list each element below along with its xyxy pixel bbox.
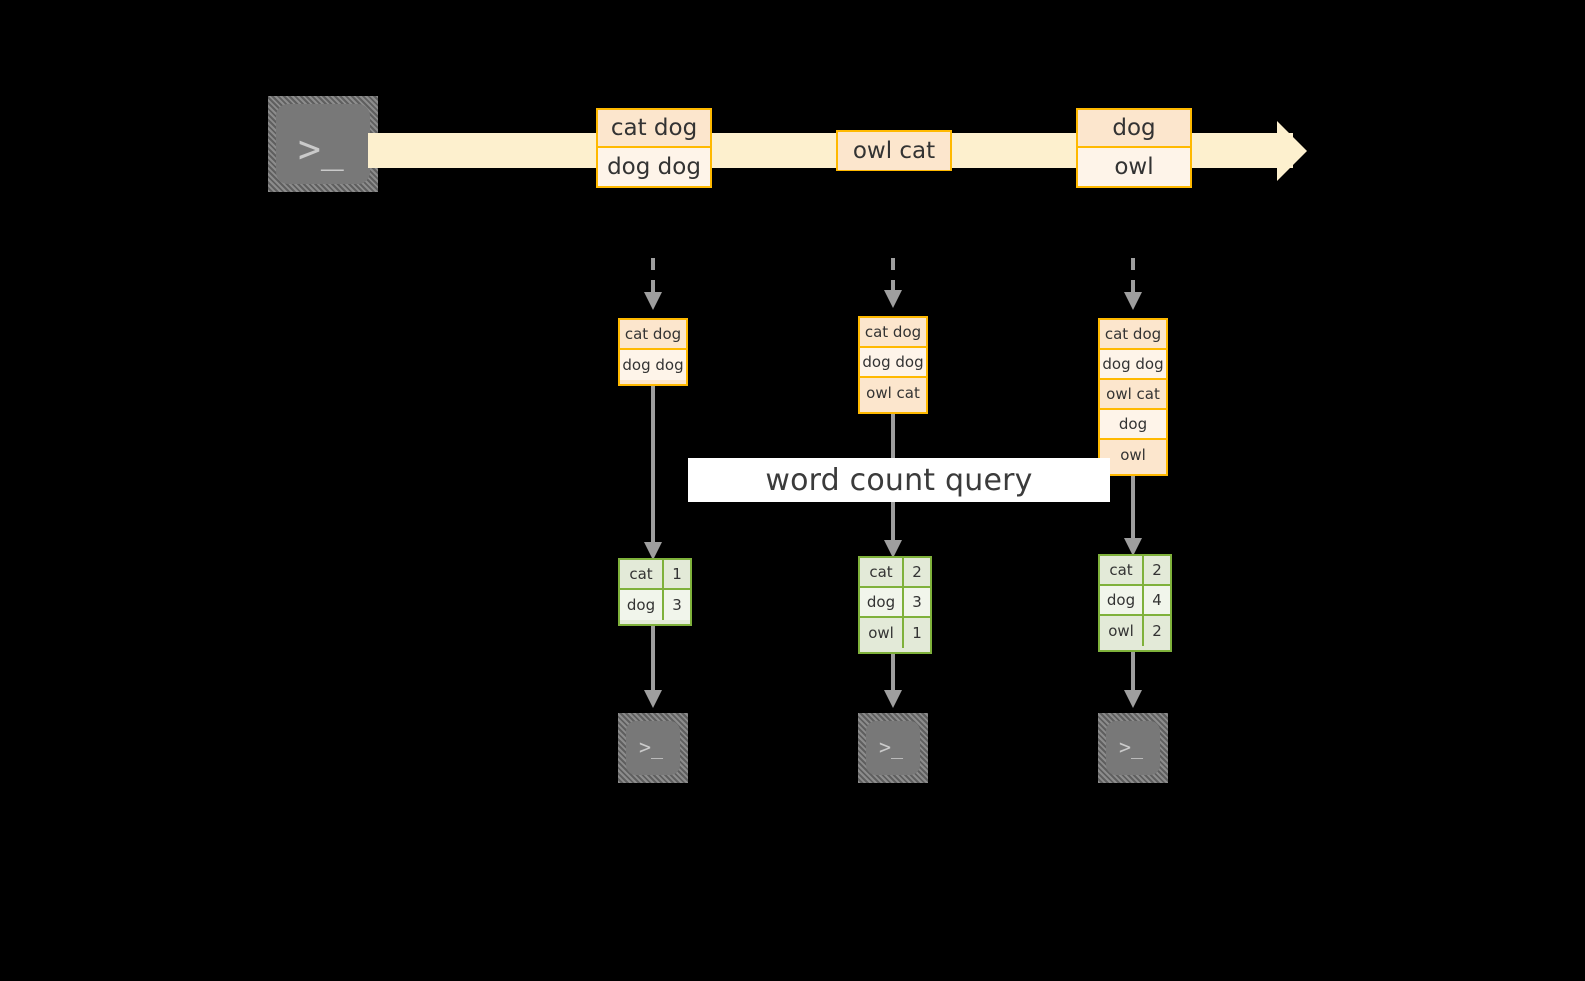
result-count: 2 [904, 558, 930, 586]
result-count: 1 [904, 618, 930, 648]
stream-record-group-1: cat dog dog dog [596, 108, 712, 188]
snapshot-3-query-arrowhead [1124, 538, 1142, 556]
snapshot-1-result-table: cat 1 dog 3 [618, 558, 692, 626]
stream-record-line: owl [1078, 148, 1190, 186]
snapshot-2-input-line: dog dog [860, 348, 926, 378]
snapshot-3-sink-line [1131, 652, 1135, 690]
source-terminal-icon: >_ [268, 96, 378, 192]
stream-record-group-2: owl cat [836, 130, 952, 171]
result-word: cat [1100, 556, 1144, 584]
snapshot-3-query-line [1131, 476, 1135, 538]
result-word: dog [620, 590, 664, 620]
query-label: word count query [688, 458, 1110, 502]
terminal-screen: >_ [626, 721, 680, 775]
result-word: dog [860, 588, 904, 616]
result-count: 4 [1144, 586, 1170, 614]
table-row: owl 1 [860, 618, 930, 648]
snapshot-3-input-line: dog dog [1100, 350, 1166, 380]
table-row: cat 1 [620, 560, 690, 590]
snapshot-3-input-line: cat dog [1100, 320, 1166, 350]
snapshot-2-input-line: cat dog [860, 318, 926, 348]
table-row: dog 3 [860, 588, 930, 618]
snapshot-3-result-table: cat 2 dog 4 owl 2 [1098, 554, 1172, 652]
stream-record-line: dog dog [598, 148, 710, 186]
snapshot-2-result-table: cat 2 dog 3 owl 1 [858, 556, 932, 654]
snapshot-1-query-arrowhead [644, 542, 662, 560]
result-word: cat [860, 558, 904, 586]
table-row: dog 3 [620, 590, 690, 620]
snapshot-2-input-line: owl cat [860, 378, 926, 408]
terminal-screen: >_ [866, 721, 920, 775]
stream-record-line: dog [1078, 110, 1190, 148]
result-word: dog [1100, 586, 1144, 614]
terminal-prompt-glyph: >_ [298, 127, 344, 171]
snapshot-2-sink-line [891, 654, 895, 690]
snapshot-1-tap-arrowhead [644, 292, 662, 310]
table-row: cat 2 [860, 558, 930, 588]
snapshot-3-input-line: dog [1100, 410, 1166, 440]
result-word: cat [620, 560, 664, 588]
snapshot-2-sink-terminal-icon: >_ [858, 713, 928, 783]
snapshot-3-tap-arrowhead [1124, 292, 1142, 310]
snapshot-1-query-line [651, 386, 655, 542]
snapshot-3-sink-arrowhead [1124, 690, 1142, 708]
table-row: cat 2 [1100, 556, 1170, 586]
stream-record-line: cat dog [598, 110, 710, 148]
snapshot-2-tap-line [891, 258, 895, 290]
terminal-screen: >_ [276, 104, 370, 184]
snapshot-2-query-arrowhead [884, 540, 902, 558]
snapshot-2-sink-arrowhead [884, 690, 902, 708]
snapshot-3-input-line: owl [1100, 440, 1166, 470]
snapshot-2-input-table: cat dog dog dog owl cat [858, 316, 928, 414]
snapshot-3-input-line: owl cat [1100, 380, 1166, 410]
snapshot-1-input-line: cat dog [620, 320, 686, 350]
stream-record-line: owl cat [838, 132, 950, 170]
snapshot-1-sink-arrowhead [644, 690, 662, 708]
snapshot-3-tap-line [1131, 258, 1135, 292]
snapshot-2-tap-arrowhead [884, 290, 902, 308]
snapshot-1-sink-line [651, 626, 655, 690]
result-word: owl [860, 618, 904, 648]
snapshot-1-input-line: dog dog [620, 350, 686, 380]
result-count: 1 [664, 560, 690, 588]
terminal-prompt-glyph: >_ [639, 735, 664, 759]
table-row: owl 2 [1100, 616, 1170, 646]
stream-record-group-3: dog owl [1076, 108, 1192, 188]
table-row: dog 4 [1100, 586, 1170, 616]
terminal-prompt-glyph: >_ [1119, 735, 1144, 759]
result-count: 3 [664, 590, 690, 620]
snapshot-1-input-table: cat dog dog dog [618, 318, 688, 386]
stream-arrowhead [1277, 121, 1307, 181]
query-label-text: word count query [765, 462, 1033, 498]
snapshot-1-tap-line [651, 258, 655, 292]
snapshot-3-sink-terminal-icon: >_ [1098, 713, 1168, 783]
result-count: 3 [904, 588, 930, 616]
snapshot-3-input-table: cat dog dog dog owl cat dog owl [1098, 318, 1168, 476]
snapshot-1-sink-terminal-icon: >_ [618, 713, 688, 783]
terminal-screen: >_ [1106, 721, 1160, 775]
result-word: owl [1100, 616, 1144, 646]
terminal-prompt-glyph: >_ [879, 735, 904, 759]
result-count: 2 [1144, 556, 1170, 584]
result-count: 2 [1144, 616, 1170, 646]
